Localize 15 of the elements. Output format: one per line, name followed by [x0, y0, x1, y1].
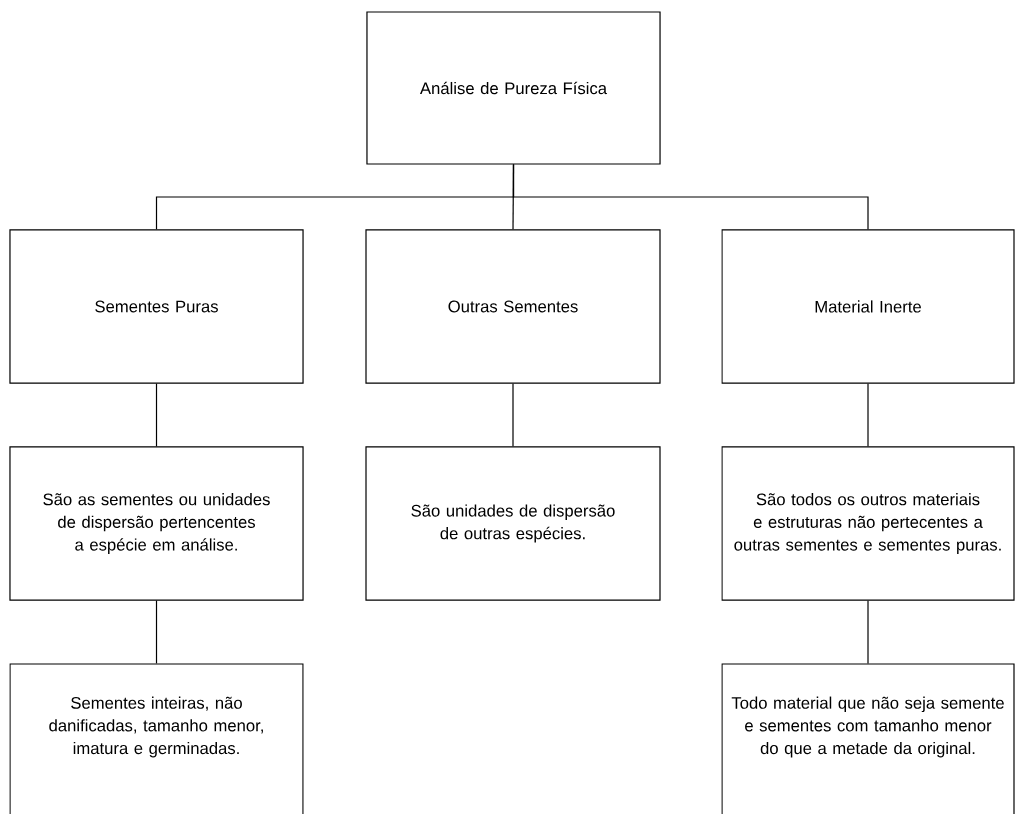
text-box: Sementes Puras: [9, 229, 304, 384]
text-box: Todo material que não seja semente e sementes com tamanho menor do que a metade da original.: [721, 663, 1015, 814]
connector-line: [512, 383, 514, 447]
connector-line: [512, 164, 869, 230]
text-box: São as sementes ou unidades de dispersão pertencentes a espécie em análise.: [9, 446, 304, 601]
text-box: Análise de Pureza Física: [366, 11, 661, 165]
text-box: Material Inerte: [721, 229, 1015, 384]
text-box: Sementes inteiras, não danificadas, tamanho menor, imatura e germinadas.: [9, 663, 304, 814]
connector-line: [867, 383, 869, 447]
connector-line: [155, 600, 158, 664]
text-box: Outras Sementes: [365, 229, 661, 384]
text-box: São unidades de dispersão de outras espécies.: [365, 446, 661, 601]
connector-line: [867, 600, 869, 664]
connector-line: [155, 383, 158, 447]
text-box: São todos os outros materiais e estruturas não pertecentes a outras sementes e sementes puras.: [721, 446, 1015, 601]
